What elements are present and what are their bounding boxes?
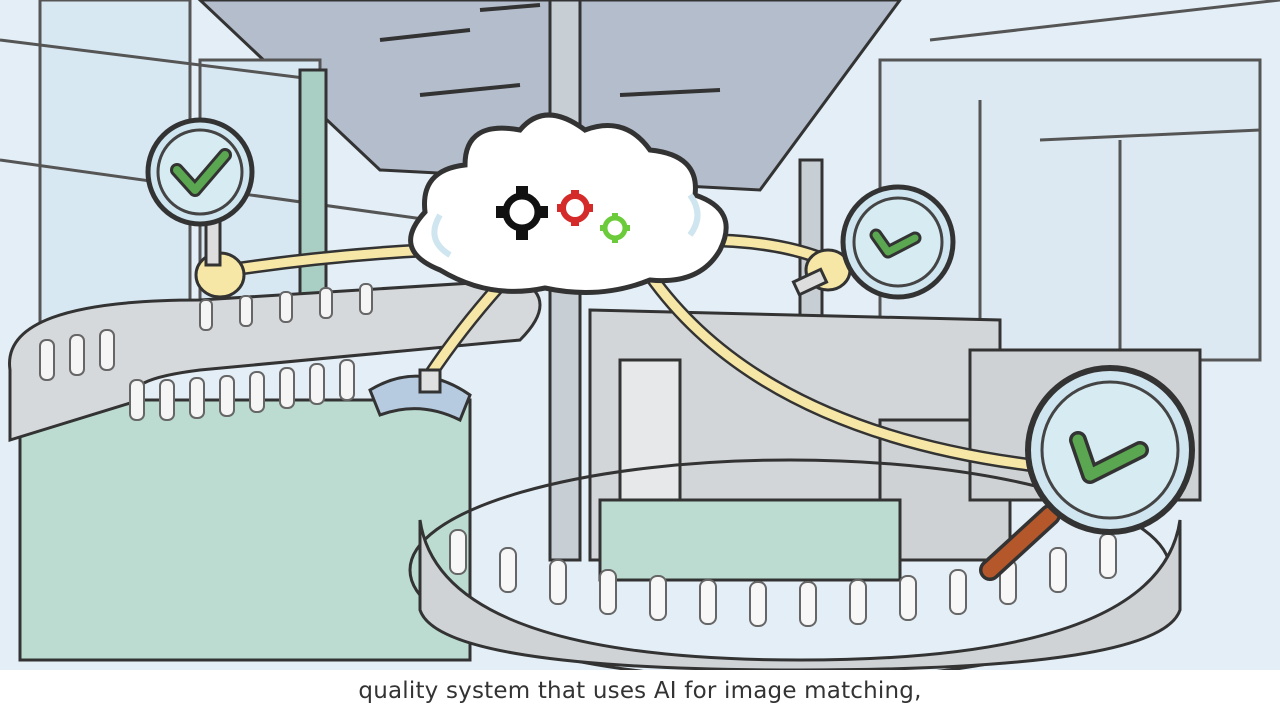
magnifier-check-icon (979, 365, 1195, 581)
video-caption: quality system that uses AI for image ma… (358, 678, 922, 704)
bottles-left (39, 283, 373, 421)
factory-illustration (0, 0, 1280, 670)
machine-base-left (18, 398, 472, 662)
gear-red-icon (557, 190, 593, 226)
magnifier-check-icon (145, 117, 255, 267)
suction-foot (368, 374, 472, 423)
gear-black-icon (496, 186, 548, 240)
magnifier-check-icon (791, 184, 956, 300)
bottles-ring (449, 529, 1117, 627)
conveyor-ring-band (418, 519, 1182, 670)
pillar (298, 68, 328, 332)
subtitle-bar (0, 670, 1280, 720)
cloud-icon (408, 112, 729, 295)
gear-green-icon (600, 213, 630, 243)
